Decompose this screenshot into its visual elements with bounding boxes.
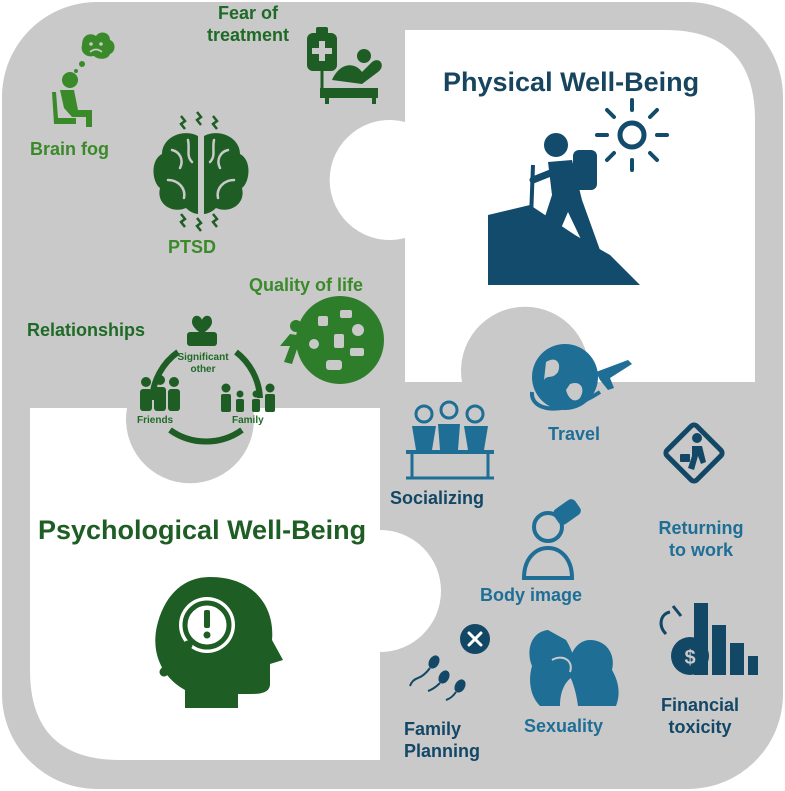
- travel-label: Travel: [548, 424, 601, 444]
- brain-icon: [153, 111, 249, 232]
- couple-kiss-icon: [529, 630, 619, 706]
- relationships-label: Relationships: [27, 320, 146, 340]
- globe-plane-icon: [529, 344, 632, 411]
- body-image-label: Body image: [480, 585, 583, 605]
- returning-line-1: Returning: [658, 518, 744, 538]
- financial-line-1: Financial: [660, 695, 740, 715]
- worker-sign-icon: [663, 422, 725, 484]
- fear-line-1: Fear of: [217, 3, 278, 23]
- head-magnifier-exclamation-icon: [155, 577, 283, 708]
- sad-thought-person-icon: [52, 32, 115, 127]
- life-circle-icon: [280, 296, 384, 384]
- financial-line-2: toxicity: [668, 717, 732, 737]
- significant-other-label: Significant other: [170, 352, 236, 376]
- money-bars-icon: $: [659, 603, 758, 675]
- iv-bag-bed-icon: [307, 27, 382, 104]
- fear-of-treatment-label: Fear of treatment: [192, 2, 304, 46]
- quality-of-life-label: Quality of life: [249, 275, 364, 295]
- physical-title: Physical Well-Being: [443, 67, 700, 97]
- socializing-label: Socializing: [390, 488, 485, 508]
- significant-line-1: Significant: [177, 352, 229, 363]
- svg-text:$: $: [684, 647, 695, 669]
- financial-toxicity-label: Financial toxicity: [650, 694, 750, 738]
- fear-line-2: treatment: [206, 25, 290, 45]
- family-label: Family: [232, 415, 264, 426]
- brain-fog-label: Brain fog: [30, 139, 109, 159]
- hiker-sun-icon: [488, 98, 669, 285]
- family-planning-line-1: Family: [404, 719, 462, 739]
- ptsd-label: PTSD: [168, 237, 217, 257]
- mirror-face-icon: [521, 499, 581, 580]
- sexuality-label: Sexuality: [524, 716, 604, 736]
- people-table-icon: [406, 400, 494, 480]
- significant-line-2: other: [190, 364, 216, 375]
- sperm-x-icon: [409, 624, 490, 701]
- returning-to-work-label: Returning to work: [645, 517, 757, 561]
- returning-line-2: to work: [668, 540, 733, 560]
- psychological-title: Psychological Well-Being: [38, 515, 367, 545]
- friends-label: Friends: [137, 415, 174, 426]
- relationship-cycle-icon: [140, 315, 275, 445]
- family-planning-line-2: Planning: [404, 741, 480, 761]
- family-planning-label: Family Planning: [404, 718, 480, 762]
